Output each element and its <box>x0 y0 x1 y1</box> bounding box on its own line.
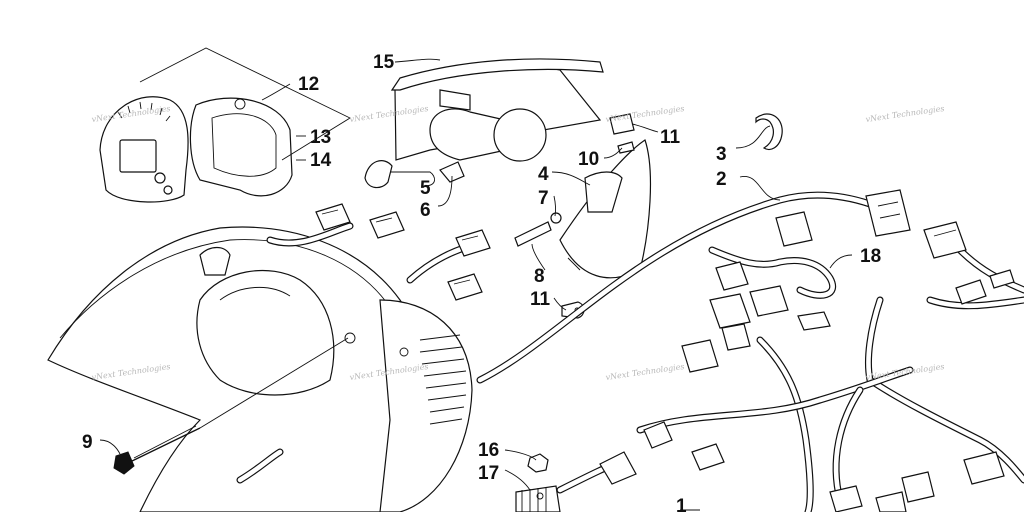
watermark: vNext Technologies <box>605 104 685 124</box>
wiring-harness <box>236 191 1024 512</box>
callout-6: 6 <box>420 200 431 221</box>
bracket-lines-12 <box>139 47 351 161</box>
callout-18: 18 <box>860 246 881 267</box>
watermark: vNext Technologies <box>865 362 945 382</box>
callout-12: 12 <box>298 74 319 95</box>
callout-3: 3 <box>716 144 727 165</box>
headlight-pod <box>390 58 604 162</box>
nut <box>527 453 549 473</box>
callout-2: 2 <box>716 169 727 190</box>
callout-16: 16 <box>478 440 499 461</box>
callout-labels: 1 2 3 4 5 6 7 8 9 10 11 11 12 13 14 15 1… <box>82 52 881 512</box>
leader-lines <box>99 58 853 511</box>
callout-1: 1 <box>676 496 687 512</box>
callout-5: 5 <box>420 178 431 199</box>
spring-and-bolt <box>514 212 562 247</box>
hood-fairing <box>47 226 473 512</box>
regulator-block <box>515 485 561 512</box>
bolt-reference-line <box>199 337 349 429</box>
callout-17: 17 <box>478 463 499 484</box>
callout-4: 4 <box>538 164 549 185</box>
callout-14: 14 <box>310 150 332 171</box>
gauge-housing <box>189 97 293 197</box>
side-cover <box>559 139 652 279</box>
callout-9: 9 <box>82 432 93 453</box>
watermark: vNext Technologies <box>605 362 685 382</box>
snap-ring <box>755 113 783 151</box>
speedometer-gauge <box>99 96 189 203</box>
small-clip <box>609 113 635 154</box>
callout-7: 7 <box>538 188 549 209</box>
callout-11-upper: 11 <box>660 127 681 148</box>
callout-13: 13 <box>310 127 331 148</box>
callout-10: 10 <box>578 149 599 170</box>
callout-8: 8 <box>534 266 545 287</box>
callout-15: 15 <box>373 52 395 73</box>
harness-connectors <box>315 189 1015 512</box>
watermark: vNext Technologies <box>865 104 945 124</box>
long-bolt <box>113 425 201 475</box>
bulb <box>439 161 465 183</box>
callout-11-lower: 11 <box>530 289 551 310</box>
headlight-bulb-socket <box>364 160 393 189</box>
